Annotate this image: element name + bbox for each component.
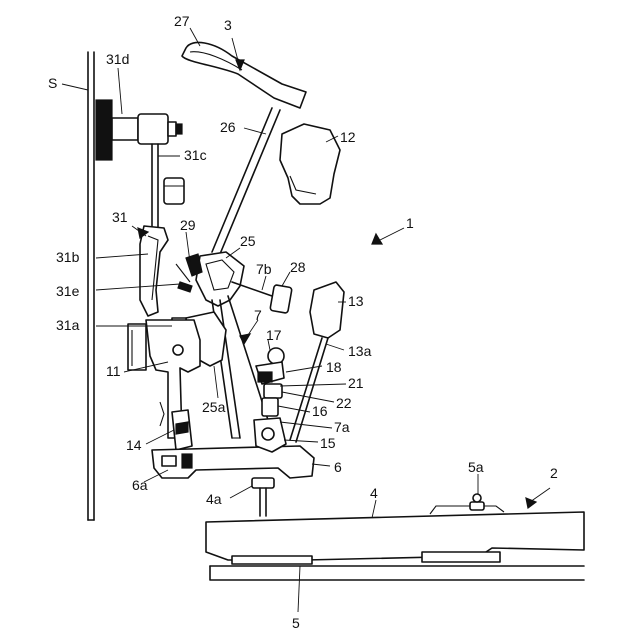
label-16: 16 <box>312 403 328 419</box>
bracket-31d <box>96 100 182 160</box>
label-7a: 7a <box>334 419 350 435</box>
hammer-head-12 <box>280 124 340 204</box>
label-22: 22 <box>336 395 352 411</box>
damper-lever-3 <box>182 42 306 108</box>
label-18: 18 <box>326 359 342 375</box>
spring-17-18 <box>256 348 284 416</box>
label-S: S <box>48 75 57 91</box>
label-31d: 31d <box>106 51 129 67</box>
label-29: 29 <box>180 217 196 233</box>
label-31c: 31c <box>184 147 207 163</box>
label-26: 26 <box>220 119 236 135</box>
label-5a: 5a <box>468 459 484 475</box>
lever-31 <box>140 226 192 316</box>
capstan-4a <box>252 478 274 516</box>
label-7b: 7b <box>256 261 272 277</box>
label-25a: 25a <box>202 399 226 415</box>
block-small <box>164 178 184 204</box>
label-13: 13 <box>348 293 364 309</box>
label-31: 31 <box>112 209 128 225</box>
label-13a: 13a <box>348 343 372 359</box>
label-6a: 6a <box>132 477 148 493</box>
label-5: 5 <box>292 615 300 631</box>
label-27: 27 <box>174 13 190 29</box>
panel-s <box>88 52 94 520</box>
label-15: 15 <box>320 435 336 451</box>
part-15-16 <box>254 418 286 452</box>
label-12: 12 <box>340 129 356 145</box>
label-14: 14 <box>126 437 142 453</box>
hammer-butt-25 <box>186 252 244 306</box>
label-11: 11 <box>106 363 121 379</box>
label-17: 17 <box>266 327 282 343</box>
label-3: 3 <box>224 17 232 33</box>
label-7: 7 <box>254 307 262 323</box>
label-4: 4 <box>370 485 378 501</box>
rod-31c <box>152 144 158 232</box>
label-28: 28 <box>290 259 306 275</box>
label-31a: 31a <box>56 317 80 333</box>
label-25: 25 <box>240 233 256 249</box>
catcher-28 <box>232 282 292 313</box>
label-4a: 4a <box>206 491 222 507</box>
label-2: 2 <box>550 465 558 481</box>
label-21: 21 <box>348 375 364 391</box>
label-31e: 31e <box>56 283 80 299</box>
label-1: 1 <box>406 215 414 231</box>
label-6: 6 <box>334 459 342 475</box>
label-31b: 31b <box>56 249 80 265</box>
